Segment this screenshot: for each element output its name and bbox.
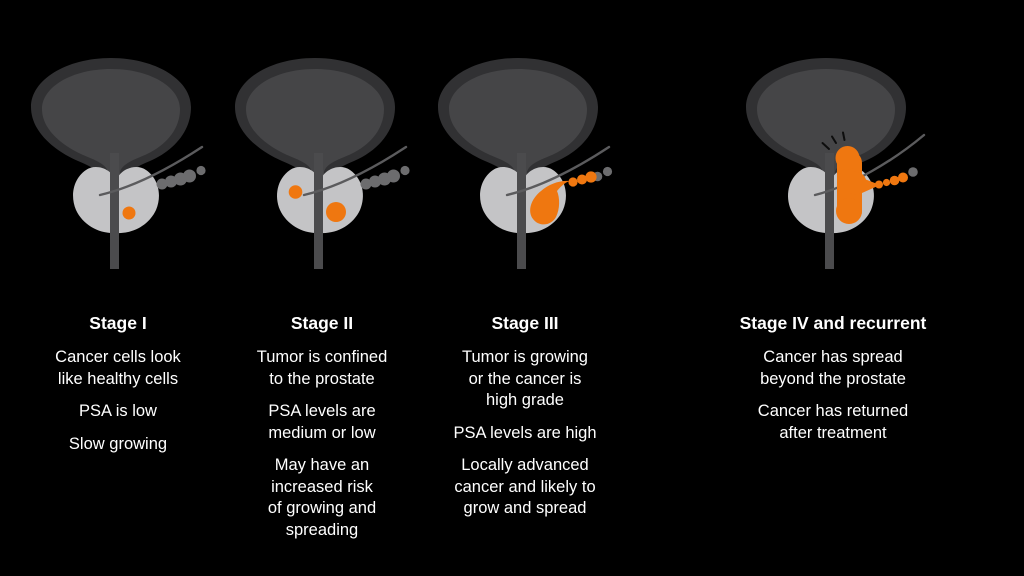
stage-column-4: Stage IV and recurrent Cancer has spread… [698, 0, 968, 576]
seminal-node-chain [156, 165, 206, 190]
bladder-interior [449, 69, 587, 182]
stage-paragraph: PSA is low [79, 402, 157, 420]
tumor-small [122, 206, 136, 220]
tumor-right [326, 202, 346, 222]
tumor-teardrop [530, 180, 570, 225]
vas-deferens-line [813, 133, 926, 197]
tumor-node [889, 175, 900, 186]
stage-column-3: Stage III Tumor is growing or the cancer… [420, 0, 630, 576]
tumor-node [585, 171, 597, 183]
bladder-interior [757, 69, 895, 182]
stage-paragraph: PSA levels are high [453, 423, 597, 442]
urethra [825, 153, 834, 269]
stage-paragraph: Cancer cells look like healthy cells [55, 348, 181, 388]
urethra [110, 153, 119, 269]
tumor-lobe-bottom [836, 198, 862, 224]
seminal-node [369, 175, 381, 188]
stage-4-anatomy-figure [746, 58, 926, 269]
tumor-left [288, 185, 303, 199]
stage-paragraph: Tumor is growing or the cancer is high g… [462, 348, 588, 409]
tumor-mass [835, 146, 908, 224]
tumor-lobe-top [835, 146, 860, 170]
seminal-node [156, 178, 168, 190]
seminal-node-end [908, 167, 918, 177]
seminal-node-end [400, 165, 410, 176]
bladder-interior [42, 69, 180, 182]
stage-paragraph: Cancer has returned after treatment [757, 402, 909, 442]
tumor-node [882, 178, 891, 187]
seminal-node [360, 178, 372, 190]
stage-1-anatomy-figure [31, 58, 206, 269]
tumor-node [577, 174, 587, 185]
stage-paragraph: Locally advanced cancer and likely to gr… [454, 456, 596, 517]
stage-title: Stage I [89, 313, 147, 333]
stage-column-2: Stage II Tumor is confined to the prosta… [217, 0, 427, 576]
stage-paragraph: Tumor is confined to the prostate [256, 348, 388, 388]
seminal-node [165, 175, 177, 188]
seminal-node [183, 169, 196, 183]
stage-title: Stage III [491, 313, 559, 333]
tumor-node [898, 172, 908, 183]
stage-paragraph: Cancer has spread beyond the prostate [760, 348, 906, 388]
seminal-node-chain [360, 165, 410, 190]
vas-deferens-line [302, 145, 408, 197]
stage-column-1: Stage I Cancer cells look like healthy c… [13, 0, 223, 576]
tumor-node [568, 177, 578, 187]
stage-paragraph: PSA levels are medium or low [268, 402, 376, 442]
bladder-interior [246, 69, 384, 182]
tumor-lobe-mid [843, 171, 867, 195]
seminal-node [387, 169, 400, 183]
seminal-node-end [602, 166, 613, 177]
seminal-node-end [196, 165, 206, 176]
urethra [517, 153, 526, 269]
urethra [314, 153, 323, 269]
stage-2-anatomy-figure [235, 58, 410, 269]
tumor-node-chain [568, 171, 597, 187]
tumor-spread-funnel [862, 178, 880, 193]
vas-deferens-line [505, 145, 611, 197]
stage-title: Stage IV and recurrent [739, 313, 927, 333]
invasion-tick-marks [821, 131, 846, 150]
stage-3-anatomy-figure [438, 58, 613, 269]
tumor-node [875, 180, 883, 189]
stage-title: Stage II [290, 313, 354, 333]
stage-paragraph: Slow growing [68, 434, 168, 453]
vas-deferens-line [98, 145, 204, 197]
stage-paragraph: May have an increased risk of growing an… [267, 456, 377, 539]
